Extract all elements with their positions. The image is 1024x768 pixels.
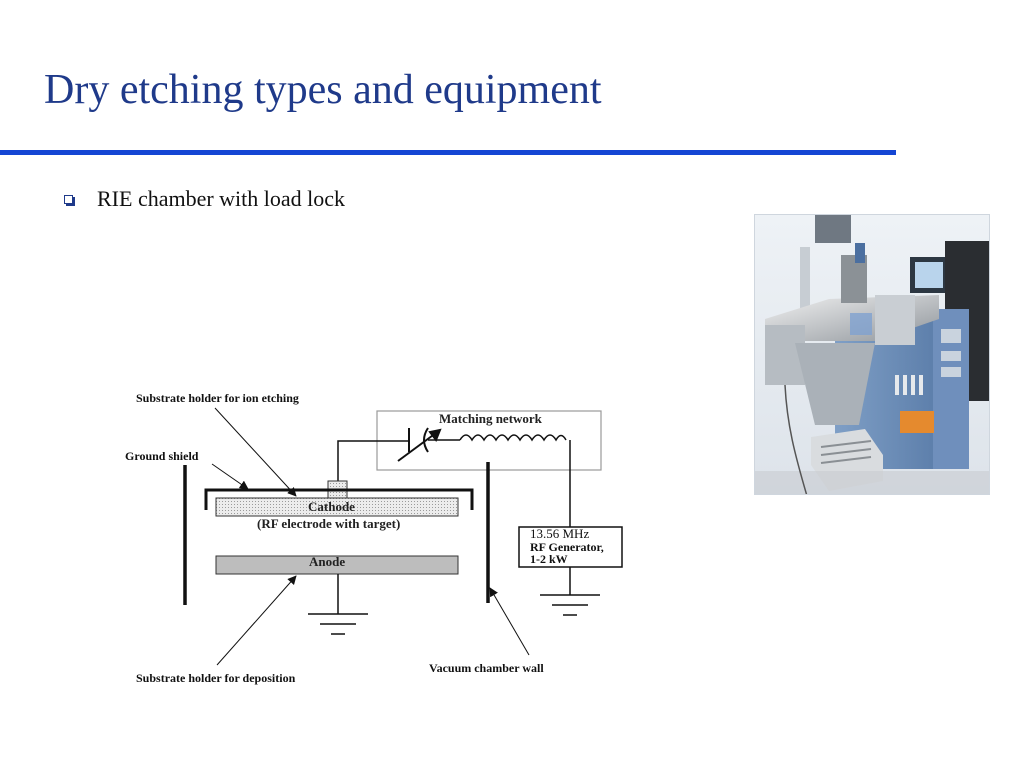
slide-title: Dry etching types and equipment [44,67,602,113]
arrow-substrate-etching [214,407,297,497]
cathode-label: Cathode [308,499,355,514]
substrate-etching-label: Substrate holder for ion etching [136,391,299,405]
arrow-vacuum-wall [489,587,530,656]
cathode-plate [215,497,459,517]
ground-shield-label: Ground shield [125,449,199,463]
substrate-deposition-label: Substrate holder for deposition [136,671,296,685]
rf-electrode-label: (RF electrode with target) [257,516,400,531]
bullet-text: RIE chamber with load lock [97,186,346,211]
ground-shield [204,488,474,510]
anode-plate [215,555,459,575]
arrow-substrate-deposition [216,575,297,666]
matching-network-label: Matching network [439,411,543,426]
bullet-item: RIE chamber with load lock [64,186,345,212]
generator-frequency: 13.56 MHz [530,526,589,541]
anode-ground-icon [308,574,368,635]
generator-power: 1-2 kW [530,552,568,566]
vacuum-wall-label: Vacuum chamber wall [429,661,544,675]
variable-capacitor-icon [397,427,442,462]
rie-equipment-photo [754,214,990,495]
arrow-ground-shield [211,463,249,490]
inductor-coil-icon [459,434,567,442]
title-divider [0,150,896,155]
hollow-square-bullet-icon [64,194,73,204]
anode-label: Anode [309,554,345,569]
generator-ground-icon [540,567,600,616]
cathode-feed-wire [337,440,409,481]
generator-name: RF Generator, [530,540,604,554]
